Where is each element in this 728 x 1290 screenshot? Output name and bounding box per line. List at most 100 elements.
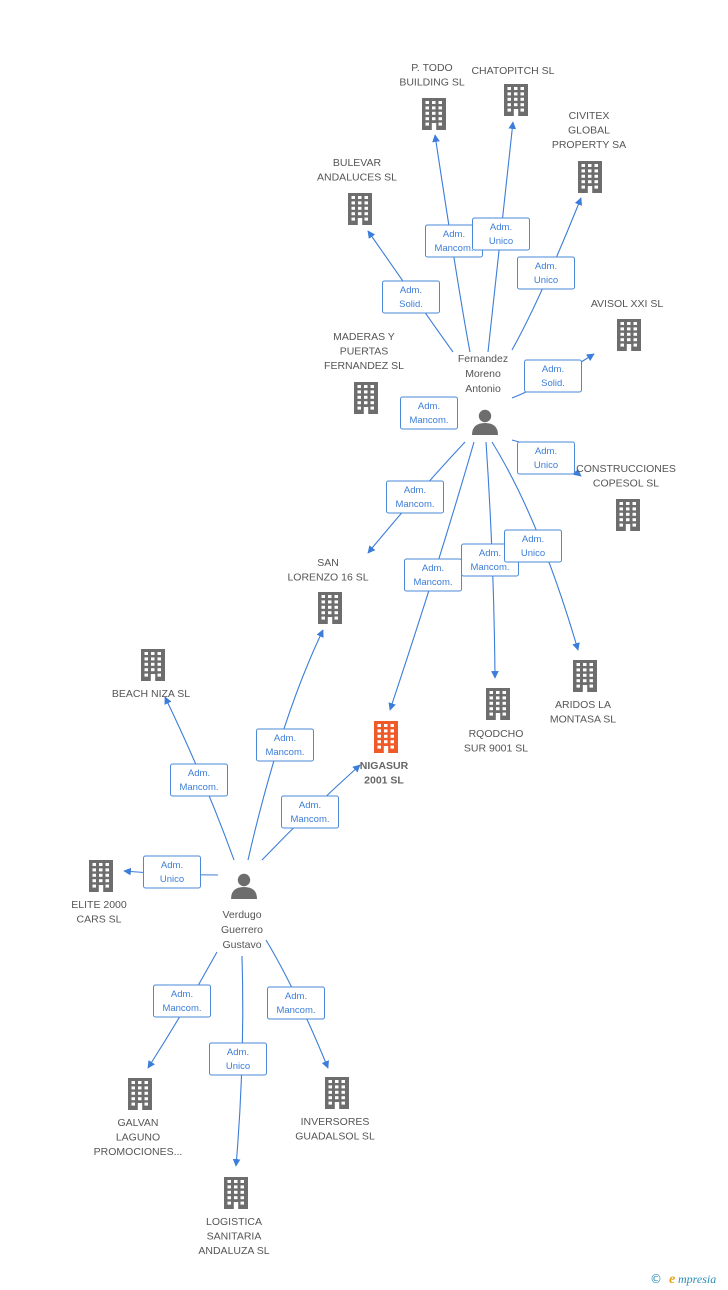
beachniza-window (144, 668, 148, 672)
relation-badge-fernandez-bulevar[interactable]: Adm.Solid. (382, 280, 440, 314)
rqodcho-window (502, 696, 506, 700)
bulevar-window (358, 196, 362, 199)
maderas-window (357, 401, 361, 405)
relation-badge-text: Mancom. (434, 243, 473, 254)
elite-window (92, 879, 96, 883)
maderas-window (370, 385, 374, 388)
relation-badge-fernandez-chatopitch[interactable]: Adm.Unico (472, 217, 530, 251)
civitex-window (581, 185, 585, 189)
relation-badge-text: Adm. (535, 261, 557, 272)
aridos-window (583, 668, 587, 672)
relation-badge-fernandez-sanlorenzo[interactable]: Adm.Mancom. (386, 480, 444, 514)
copesol-window (632, 512, 636, 516)
aridos-window (583, 679, 587, 683)
logistica-window (240, 1196, 244, 1200)
company-node-chatopitch[interactable]: CHATOPITCH SL (471, 65, 555, 116)
relation-badge-text: Unico (534, 275, 558, 286)
company-label-galvan: PROMOCIONES... (94, 1146, 183, 1158)
ptodo-window (425, 122, 429, 126)
galvan-window (138, 1086, 142, 1090)
relation-badge-verdugo-beachniza[interactable]: Adm.Mancom. (170, 763, 228, 797)
sanlorenzo-window (328, 600, 332, 604)
nigasur-window (390, 740, 394, 744)
relation-badge-text: Adm. (479, 548, 501, 559)
ptodo-window (432, 111, 436, 115)
relation-badge-verdugo-elite[interactable]: Adm.Unico (143, 855, 201, 889)
nigasur-door (383, 746, 389, 753)
avisol-door (626, 344, 632, 351)
copesol-window (619, 518, 623, 522)
relation-badge-text: Unico (489, 236, 513, 247)
relation-badge-text: Mancom. (395, 499, 434, 510)
brand-name: mpresia (678, 1272, 716, 1286)
relation-badge-box (170, 763, 228, 797)
sanlorenzo-window (321, 605, 325, 609)
company-node-avisol[interactable]: AVISOL XXI SL (591, 298, 664, 351)
footer-brand[interactable]: © e mpresia (650, 1272, 716, 1287)
relation-badge-fernandez-copesol[interactable]: Adm.Unico (517, 441, 575, 475)
chatopitch-window (514, 92, 518, 96)
relation-badge-verdugo-galvan[interactable]: Adm.Mancom. (153, 984, 211, 1018)
nigasur-window (377, 734, 381, 738)
relation-badge-fernandez-nigasur[interactable]: Adm.Mancom. (404, 558, 462, 592)
company-node-galvan[interactable]: GALVANLAGUNOPROMOCIONES... (94, 1078, 183, 1158)
company-label-ptodo: P. TODO (411, 62, 452, 74)
company-node-beachniza[interactable]: BEACH NIZA SL (112, 649, 190, 700)
building-icon (616, 499, 640, 531)
aridos-window (583, 663, 587, 666)
copesol-window (619, 523, 623, 527)
sanlorenzo-window (321, 595, 325, 598)
rqodcho-window (502, 691, 506, 694)
relation-badge-verdugo-inversores[interactable]: Adm.Mancom. (267, 986, 325, 1020)
relation-badge-box (267, 986, 325, 1020)
maderas-window (364, 390, 368, 394)
relation-badge-fernandez-maderas[interactable]: Adm.Mancom. (400, 396, 458, 430)
relation-badge-fernandez-avisol[interactable]: Adm.Solid. (524, 359, 582, 393)
relation-badge-fernandez-civitex[interactable]: Adm. Unico (517, 256, 575, 290)
aridos-window (576, 663, 580, 666)
ptodo-window (438, 117, 442, 121)
building-icon (141, 649, 165, 681)
rqodcho-window (502, 712, 506, 716)
relation-badge-verdugo-sanlorenzo[interactable]: Adm.Mancom. (256, 728, 314, 762)
relation-badge-verdugo-logistica[interactable]: Adm.Unico (209, 1042, 267, 1076)
company-label-maderas: FERNANDEZ SL (324, 360, 404, 372)
copesol-window (632, 507, 636, 511)
sanlorenzo-window (321, 616, 325, 620)
relation-badge-text: Adm. (285, 991, 307, 1002)
bulevar-window (364, 212, 368, 216)
inversores-window (335, 1085, 339, 1089)
fernandez-person-head (478, 409, 492, 423)
relation-badge-verdugo-nigasur[interactable]: Adm.Mancom. (281, 795, 339, 829)
civitex-window (594, 180, 598, 184)
company-label-logistica: SANITARIA (207, 1231, 262, 1243)
beachniza-window (157, 662, 161, 666)
inversores-window (341, 1080, 345, 1083)
civitex-window (581, 164, 585, 167)
civitex-window (581, 174, 585, 178)
bulevar-door (357, 218, 363, 225)
sanlorenzo-door (327, 617, 333, 624)
relation-badge-text: Unico (226, 1061, 250, 1072)
relation-badge-text: Adm. (422, 563, 444, 574)
relation-badge-fernandez-aridos[interactable]: Adm.Unico (504, 529, 562, 563)
relation-badge-text: Adm. (418, 401, 440, 412)
building-icon (374, 721, 398, 753)
copesol-window (619, 507, 623, 511)
beachniza-window (151, 652, 155, 655)
